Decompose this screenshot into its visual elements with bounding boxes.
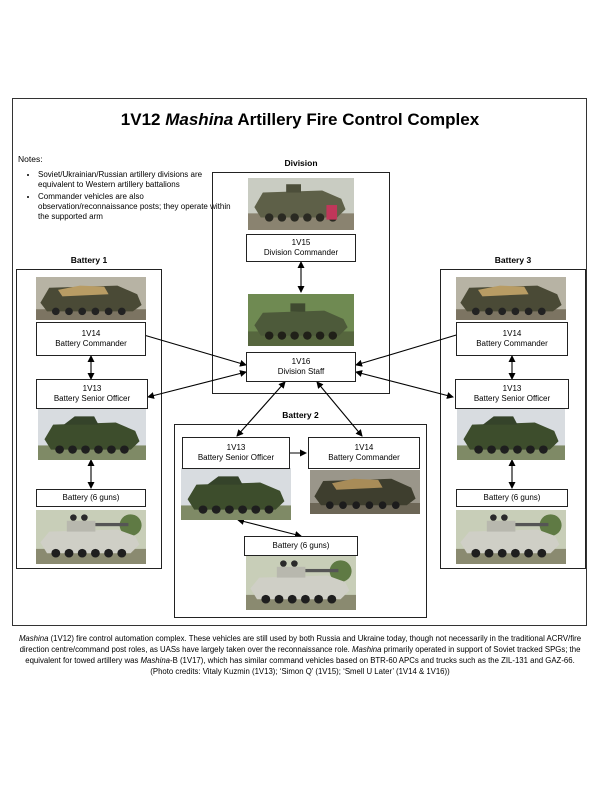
vehicle-code: 1V16 [291,357,311,366]
vehicle-code: 1V14 [354,443,374,452]
vehicle-code: 1V13 [226,443,246,452]
note-item: Commander vehicles are also observation/… [38,192,234,222]
battery1-guns-label: Battery (6 guns) [36,489,146,507]
battery2-commander-label: 1V14 Battery Commander [308,437,420,469]
battery2-guns-label: Battery (6 guns) [244,536,358,556]
vehicle-code: 1V14 [81,329,101,338]
battery1-commander-vehicle-photo [36,277,146,320]
vehicle-code: 1V13 [82,384,102,393]
vehicle-role: Division Staff [277,367,325,376]
battery3-label: Battery 3 [494,255,532,265]
vehicle-role: Division Commander [263,248,339,257]
division-staff-label: 1V16 Division Staff [246,352,356,382]
battery3-commander-vehicle-photo [456,277,566,320]
vehicle-role: Battery Senior Officer [197,453,275,462]
battery1-senior-officer-vehicle-photo [38,408,146,460]
vehicle-role: Battery Senior Officer [473,394,551,403]
notes-heading: Notes: [18,154,43,164]
vehicle-role: Battery Commander [328,453,400,462]
division-label: Division [284,158,318,168]
battery3-senior-officer-vehicle-photo [457,408,565,460]
notes-list: Soviet/Ukrainian/Russian artillery divis… [26,170,234,224]
note-item: Soviet/Ukrainian/Russian artillery divis… [38,170,234,190]
battery2-group [174,424,427,618]
battery1-group [16,269,162,569]
division-group [212,172,390,394]
battery1-label: Battery 1 [70,255,108,265]
battery2-senior-officer-label: 1V13 Battery Senior Officer [182,437,290,469]
vehicle-code: 1V13 [502,384,522,393]
figure-caption: Mashina (1V12) fire control automation c… [18,634,582,676]
battery1-senior-officer-label: 1V13 Battery Senior Officer [36,379,148,409]
battery1-commander-label: 1V14 Battery Commander [36,322,146,356]
battery1-guns-vehicle-photo [36,510,146,564]
battery2-commander-vehicle-photo [310,470,420,514]
battery3-commander-label: 1V14 Battery Commander [456,322,568,356]
battery3-guns-vehicle-photo [456,510,566,564]
battery3-group [440,269,586,569]
vehicle-code: 1V14 [502,329,522,338]
battery2-guns-vehicle-photo [246,556,356,610]
battery2-label: Battery 2 [282,410,319,420]
battery2-senior-officer-vehicle-photo [181,468,291,520]
diagram-frame [12,98,587,626]
vehicle-role: Battery Commander [55,339,127,348]
division-commander-label: 1V15 Division Commander [246,234,356,262]
battery3-guns-label: Battery (6 guns) [456,489,568,507]
battery3-senior-officer-label: 1V13 Battery Senior Officer [455,379,569,409]
diagram-title: 1V12 Mashina Artillery Fire Control Comp… [120,110,480,129]
vehicle-role: Battery Senior Officer [53,394,131,403]
vehicle-role: Battery Commander [476,339,548,348]
vehicle-code: 1V15 [291,238,311,247]
division-commander-vehicle-photo [248,178,354,230]
division-staff-vehicle-photo [248,294,354,346]
